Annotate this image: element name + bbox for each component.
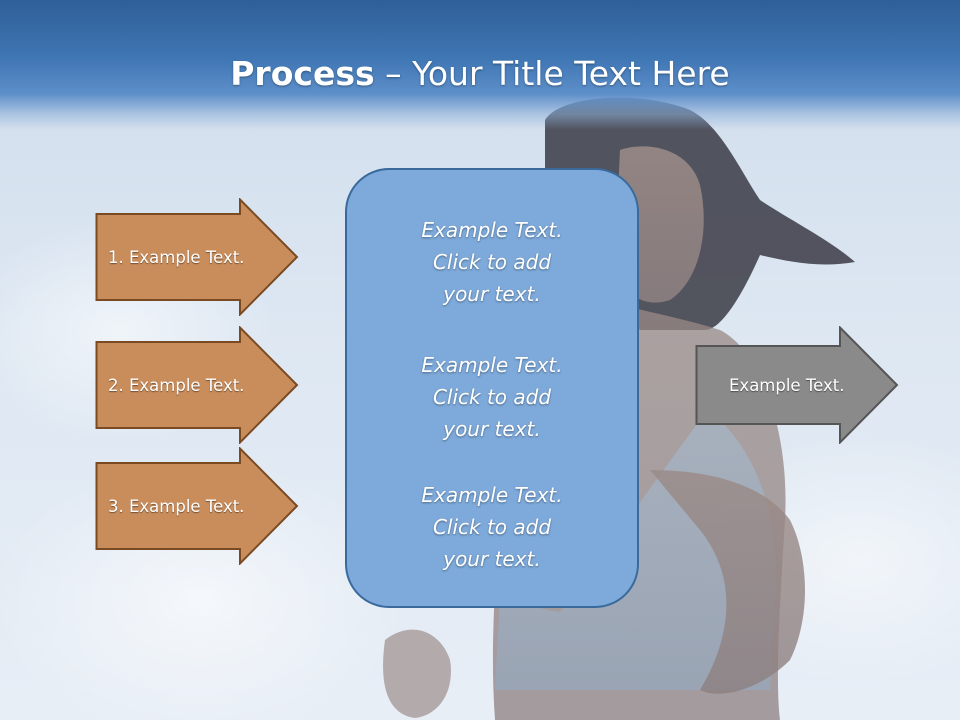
center-text-block-2: Example Text. Click to add your text.: [347, 349, 637, 445]
text-line: Click to add: [432, 250, 552, 274]
title-rest: – Your Title Text Here: [374, 54, 730, 93]
text-line: Click to add: [432, 515, 552, 539]
center-process-box[interactable]: Example Text. Click to add your text. Ex…: [345, 168, 639, 608]
slide-title[interactable]: Process – Your Title Text Here: [0, 52, 960, 96]
input-arrow-2[interactable]: 2. Example Text.: [95, 326, 300, 444]
text-line: Example Text.: [421, 218, 563, 242]
output-arrow-label: Example Text.: [729, 375, 845, 395]
input-arrow-label: 2. Example Text.: [108, 375, 245, 395]
text-line: your text.: [443, 417, 541, 441]
text-line: your text.: [443, 547, 541, 571]
right-arrow-icon: [95, 326, 299, 444]
text-line: Example Text.: [421, 483, 563, 507]
input-arrow-3[interactable]: 3. Example Text.: [95, 447, 300, 565]
text-line: Click to add: [432, 385, 552, 409]
center-text-block-1: Example Text. Click to add your text.: [347, 214, 637, 310]
input-arrow-label: 3. Example Text.: [108, 496, 245, 516]
output-arrow[interactable]: Example Text.: [695, 326, 900, 444]
title-bold: Process: [230, 54, 375, 93]
title-bar: [0, 0, 960, 130]
right-arrow-icon: [695, 326, 899, 444]
text-line: your text.: [443, 282, 541, 306]
text-line: Example Text.: [421, 353, 563, 377]
right-arrow-icon: [95, 447, 299, 565]
right-arrow-icon: [95, 198, 299, 316]
input-arrow-label: 1. Example Text.: [108, 247, 245, 267]
input-arrow-1[interactable]: 1. Example Text.: [95, 198, 300, 316]
center-text-block-3: Example Text. Click to add your text.: [347, 479, 637, 575]
